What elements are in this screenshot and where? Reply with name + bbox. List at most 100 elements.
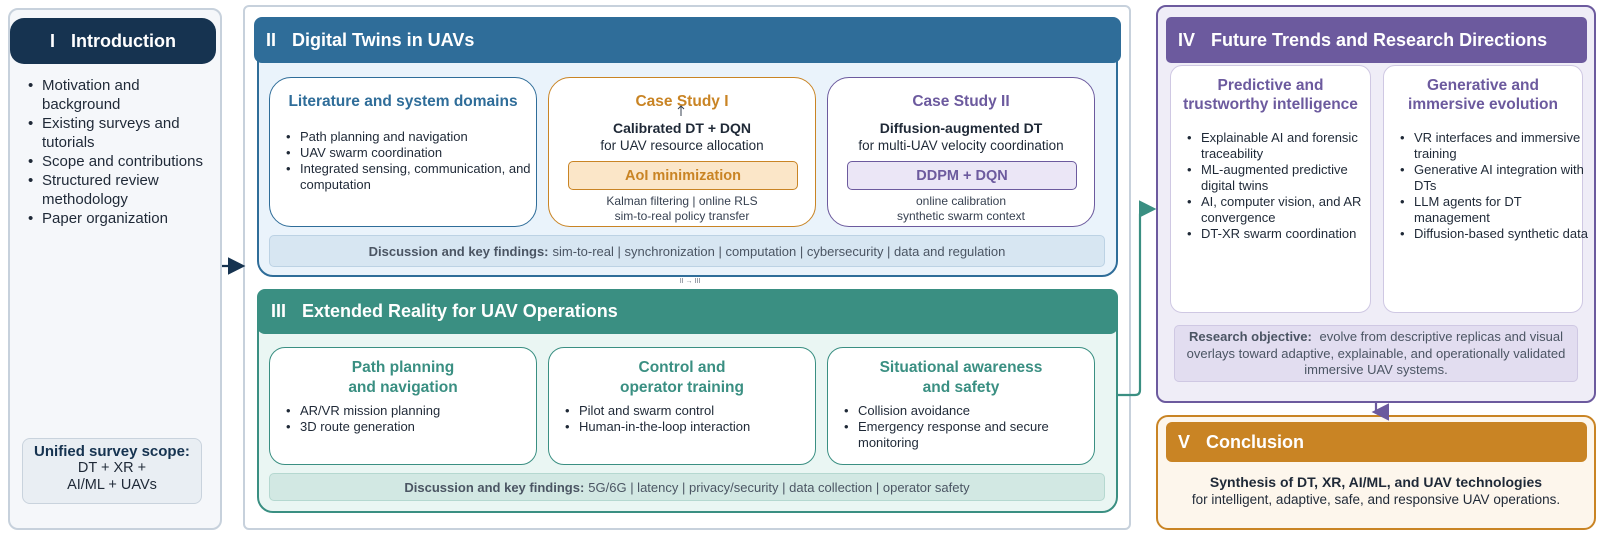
title-line: immersive evolution [1408,96,1558,113]
future-trends-header: IV Future Trends and Research Directions [1166,17,1587,63]
extended-reality-title: Extended Reality for UAV Operations [302,301,618,321]
list-item: AR/VR mission planning [286,403,531,419]
case-study-1-title: Case Study I [635,93,729,110]
conclusion-title: Conclusion [1206,431,1305,452]
title-line: Situational awareness [879,359,1043,376]
case-study-1-cursor-icon [677,105,685,116]
literature-list: Path planning and navigation UAV swarm c… [286,129,531,193]
aoi-minimization-pill: AoI minimization [568,161,798,190]
extended-reality-discussion: Discussion and key findings: 5G/6G | lat… [269,473,1105,501]
xr-card-list: Pilot and swarm control Human-in-the-loo… [565,403,810,435]
xr-card-title: Situational awareness and safety [828,358,1094,398]
digital-twins-discussion: Discussion and key findings: sim-to-real… [269,235,1105,267]
digital-twins-numeral: II [266,29,277,50]
list-item: Generative AI integration with DTs [1400,162,1590,194]
case-study-1-headline: Calibrated DT + DQN [612,120,752,136]
list-item: Pilot and swarm control [565,403,810,419]
case-study-1-foot: sim-to-real policy transfer [614,209,750,223]
conclusion-subline: for intelligent, adaptive, safe, and res… [1191,492,1561,507]
digital-twins-title: Digital Twins in UAVs [292,29,475,50]
survey-scope-label: Unified survey scope: [34,443,190,460]
literature-card-title: Literature and system domains [288,93,518,110]
title-line: and navigation [348,379,458,396]
xr-control-training-card: Control and operator training Pilot and … [548,347,816,465]
generative-immersive-card: Generative and immersive evolution VR in… [1383,65,1588,313]
title-line: Control and [638,359,726,376]
survey-scope-line: DT + XR + [77,460,147,476]
introduction-header: I Introduction [10,18,216,64]
digital-twins-header: II Digital Twins in UAVs [254,17,1121,63]
survey-scope-box: Unified survey scope: DT + XR + AI/ML + … [22,438,202,504]
ddpm-dqn-pill: DDPM + DQN [847,161,1077,190]
research-objective-label: Research objective: [1189,329,1312,344]
section-transition-label: II → III [679,278,701,285]
title-line: Path planning [351,359,455,376]
xr-card-list: AR/VR mission planning 3D route generati… [286,403,531,435]
literature-card: Literature and system domains Path plann… [269,77,537,227]
future-card-list: Explainable AI and forensic traceability… [1187,130,1377,242]
list-item: Structured review methodology [28,171,214,209]
introduction-numeral: I [50,30,56,51]
case-study-2-foot: online calibration [915,194,1007,208]
case-study-2-foot: synthetic swarm context [896,209,1026,223]
list-item: 3D route generation [286,419,531,435]
list-item: Paper organization [28,209,214,228]
research-objective-text: evolve from descriptive replicas and vis… [1186,329,1566,377]
list-item: Human-in-the-loop interaction [565,419,810,435]
xr-card-title: Path planning and navigation [270,358,536,398]
arrow-xr-to-future [1118,200,1157,397]
title-line: operator training [619,379,744,396]
title-line: Predictive and [1217,77,1324,94]
xr-card-list: Collision avoidance Emergency response a… [844,403,1089,451]
future-trends-title: Future Trends and Research Directions [1211,29,1548,50]
research-objective-box: Research objective: evolve from descript… [1174,325,1578,382]
list-item: Explainable AI and forensic traceability [1187,130,1377,162]
xr-situational-awareness-card: Situational awareness and safety Collisi… [827,347,1095,465]
case-study-1-foot: Kalman filtering | online RLS [606,194,758,208]
discussion-text: 5G/6G | latency | privacy/security | dat… [588,479,970,495]
list-item: Emergency response and secure monitoring [844,419,1089,451]
introduction-title: Introduction [71,30,176,51]
list-item: LLM agents for DT management [1400,194,1590,226]
list-item: ML-augmented predictive digital twins [1187,162,1377,194]
list-item: VR interfaces and immersive training [1400,130,1590,162]
xr-card-title: Control and operator training [549,358,815,398]
future-card-list: VR interfaces and immersive training Gen… [1400,130,1590,242]
predictive-intelligence-card: Predictive and trustworthy intelligence … [1170,65,1371,313]
introduction-list: Motivation and background Existing surve… [28,76,214,228]
case-study-2-headline: Diffusion-augmented DT [879,120,1043,136]
future-trends-numeral: IV [1178,29,1196,50]
list-item: AI, computer vision, and AR convergence [1187,194,1377,226]
list-item: Diffusion-based synthetic data [1400,226,1590,242]
case-study-1-card: Case Study I Calibrated DT + DQN for UAV… [548,77,816,227]
discussion-text: sim-to-real | synchronization | computat… [552,243,1006,259]
case-study-2-subline: for multi-UAV velocity coordination [858,138,1064,153]
list-item: DT-XR swarm coordination [1187,226,1377,242]
future-card-title: Predictive and trustworthy intelligence [1171,76,1370,114]
title-line: trustworthy intelligence [1183,96,1358,113]
title-line: Generative and [1427,77,1539,94]
list-item: UAV swarm coordination [286,145,531,161]
list-item: Integrated sensing, communication, and c… [286,161,531,193]
case-study-2-card: Case Study II Diffusion-augmented DT for… [827,77,1095,227]
conclusion-text: Synthesis of DT, XR, AI/ML, and UAV tech… [1160,474,1592,508]
conclusion-header: V Conclusion [1166,422,1587,462]
future-card-title: Generative and immersive evolution [1384,76,1582,114]
case-study-2-title: Case Study II [912,93,1010,110]
conclusion-numeral: V [1178,431,1191,452]
list-item: Motivation and background [28,76,214,114]
list-item: Collision avoidance [844,403,1089,419]
conclusion-headline: Synthesis of DT, XR, AI/ML, and UAV tech… [1209,474,1543,490]
extended-reality-numeral: III [271,301,287,321]
xr-path-planning-card: Path planning and navigation AR/VR missi… [269,347,537,465]
list-item: Existing surveys and tutorials [28,114,214,152]
case-study-1-subline: for UAV resource allocation [600,138,764,153]
discussion-label: Discussion and key findings: [404,479,585,495]
list-item: Path planning and navigation [286,129,531,145]
title-line: and safety [922,379,1000,396]
list-item: Scope and contributions [28,152,214,171]
survey-scope-line: AI/ML + UAVs [67,477,157,493]
extended-reality-header: III Extended Reality for UAV Operations [257,289,1118,334]
discussion-label: Discussion and key findings: [368,243,549,259]
